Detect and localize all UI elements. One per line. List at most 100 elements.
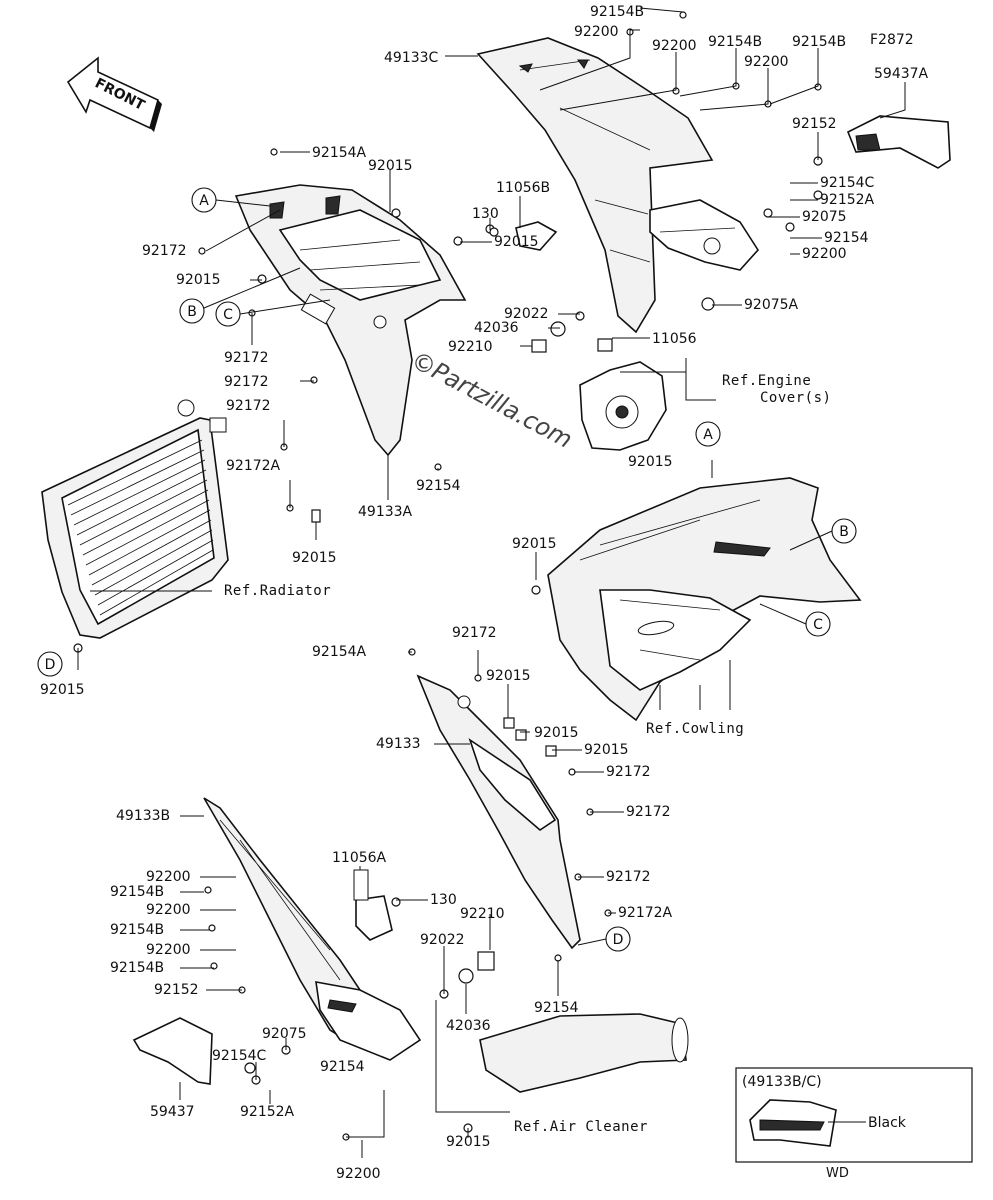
callout-a-mid: A [695, 421, 721, 447]
part-label: 92154B [590, 4, 644, 20]
part-label: 92152 [792, 116, 837, 132]
part-label: 92154B [792, 34, 846, 50]
part-label: 92154 [534, 1000, 579, 1016]
ref-engine-label: Ref.Engine [722, 373, 811, 389]
part-label: 92172 [142, 243, 187, 259]
callout-c-mid: C [805, 611, 831, 637]
inset-color-label: Black [868, 1115, 907, 1131]
inner-panel-49133a [234, 184, 467, 457]
duct-59437a [846, 115, 951, 169]
part-label: 92172 [452, 625, 497, 641]
part-label: 92154A [312, 644, 367, 660]
svg-text:B: B [839, 524, 849, 540]
ref-engine-label-2: Cover(s) [760, 390, 831, 406]
callout-leaders [203, 199, 833, 946]
part-label: 92200 [574, 24, 619, 40]
part-label: 92015 [292, 550, 337, 566]
part-label: 92075 [802, 209, 847, 225]
duct-59437 [132, 1017, 213, 1085]
part-label: 92154 [416, 478, 461, 494]
leader-lines [77, 7, 906, 1158]
svg-text:D: D [45, 657, 56, 673]
part-label: 92172 [606, 764, 651, 780]
svg-text:C: C [223, 307, 233, 323]
part-label: 92022 [420, 932, 465, 948]
callout-d-lower: D [605, 926, 631, 952]
part-label: 92015 [486, 668, 531, 684]
upper-cowl-49133c [476, 37, 714, 334]
part-label: 92015 [446, 1134, 491, 1150]
part-label: 92154C [820, 175, 875, 191]
part-label: 49133B [116, 808, 170, 824]
svg-text:C: C [813, 617, 823, 633]
part-label: 11056 [652, 331, 697, 347]
part-label: 92172 [606, 869, 651, 885]
part-label: 92172A [226, 458, 281, 474]
part-label: 92015 [628, 454, 673, 470]
front-arrow-icon: FRONT [66, 56, 162, 132]
part-label: 92172A [618, 905, 673, 921]
part-label: 92154A [312, 145, 367, 161]
part-label: 92200 [146, 869, 191, 885]
engine-cover [579, 361, 667, 451]
air-cleaner [479, 1013, 689, 1093]
bracket-11056a [353, 869, 393, 941]
callout-b-mid: B [831, 518, 857, 544]
ref-radiator-label: Ref.Radiator [224, 583, 331, 599]
part-label: 130 [430, 892, 457, 908]
ref-cowling-label: Ref.Cowling [646, 721, 744, 737]
svg-text:A: A [199, 193, 209, 209]
svg-text:D: D [613, 932, 624, 948]
watermark-symbol: © [412, 350, 436, 378]
part-label: 92200 [146, 942, 191, 958]
part-label: 92015 [584, 742, 629, 758]
part-label: 92172 [226, 398, 271, 414]
part-label: 92200 [336, 1166, 381, 1182]
part-label: 130 [472, 206, 499, 222]
part-label: 92200 [802, 246, 847, 262]
figure-code: F2872 [870, 32, 914, 48]
part-label: 92210 [448, 339, 493, 355]
part-label: 11056B [496, 180, 550, 196]
reference-list: Ref.Engine Cover(s) Ref.Radiator Ref.Cow… [224, 373, 831, 1135]
part-label: 92210 [460, 906, 505, 922]
inset-code: WD [826, 1166, 849, 1181]
side-piece [315, 981, 422, 1061]
part-label: 92154 [320, 1059, 365, 1075]
part-label: 92200 [146, 902, 191, 918]
rear-cowl-piece [649, 199, 760, 271]
part-label-list: 92154B 92200 49133C 92200 92154B 92154B … [40, 4, 929, 1182]
radiator [41, 399, 229, 639]
part-label: 11056A [332, 850, 387, 866]
part-label: 92154C [212, 1048, 267, 1064]
part-label: 92172 [224, 350, 269, 366]
part-label: 42036 [446, 1018, 491, 1034]
part-label: 42036 [474, 320, 519, 336]
part-label: 92154B [110, 884, 164, 900]
callout-a-upper: A [191, 187, 217, 213]
svg-text:A: A [703, 427, 713, 443]
part-label: 92200 [744, 54, 789, 70]
part-label: 92015 [368, 158, 413, 174]
part-label: 49133C [384, 50, 439, 66]
part-label: 92172 [224, 374, 269, 390]
callout-c-upper: C [215, 301, 241, 327]
part-label: 92015 [40, 682, 85, 698]
part-label: 92154B [708, 34, 762, 50]
part-label: 92015 [176, 272, 221, 288]
cowling [547, 477, 862, 722]
part-label: 92152 [154, 982, 199, 998]
callout-b-upper: B [179, 298, 205, 324]
bracket-11056b [515, 221, 558, 251]
part-label: 92200 [652, 38, 697, 54]
part-label: 92154B [110, 922, 164, 938]
part-label: 92075A [744, 297, 799, 313]
part-label: 92015 [534, 725, 579, 741]
part-label: 92152A [820, 192, 875, 208]
part-label: 92154 [824, 230, 869, 246]
part-label: 92015 [512, 536, 557, 552]
part-label: 59437A [874, 66, 929, 82]
part-label: 92154B [110, 960, 164, 976]
part-label: 92152A [240, 1104, 295, 1120]
color-variant-inset: (49133B/C) Black WD [735, 1067, 973, 1181]
